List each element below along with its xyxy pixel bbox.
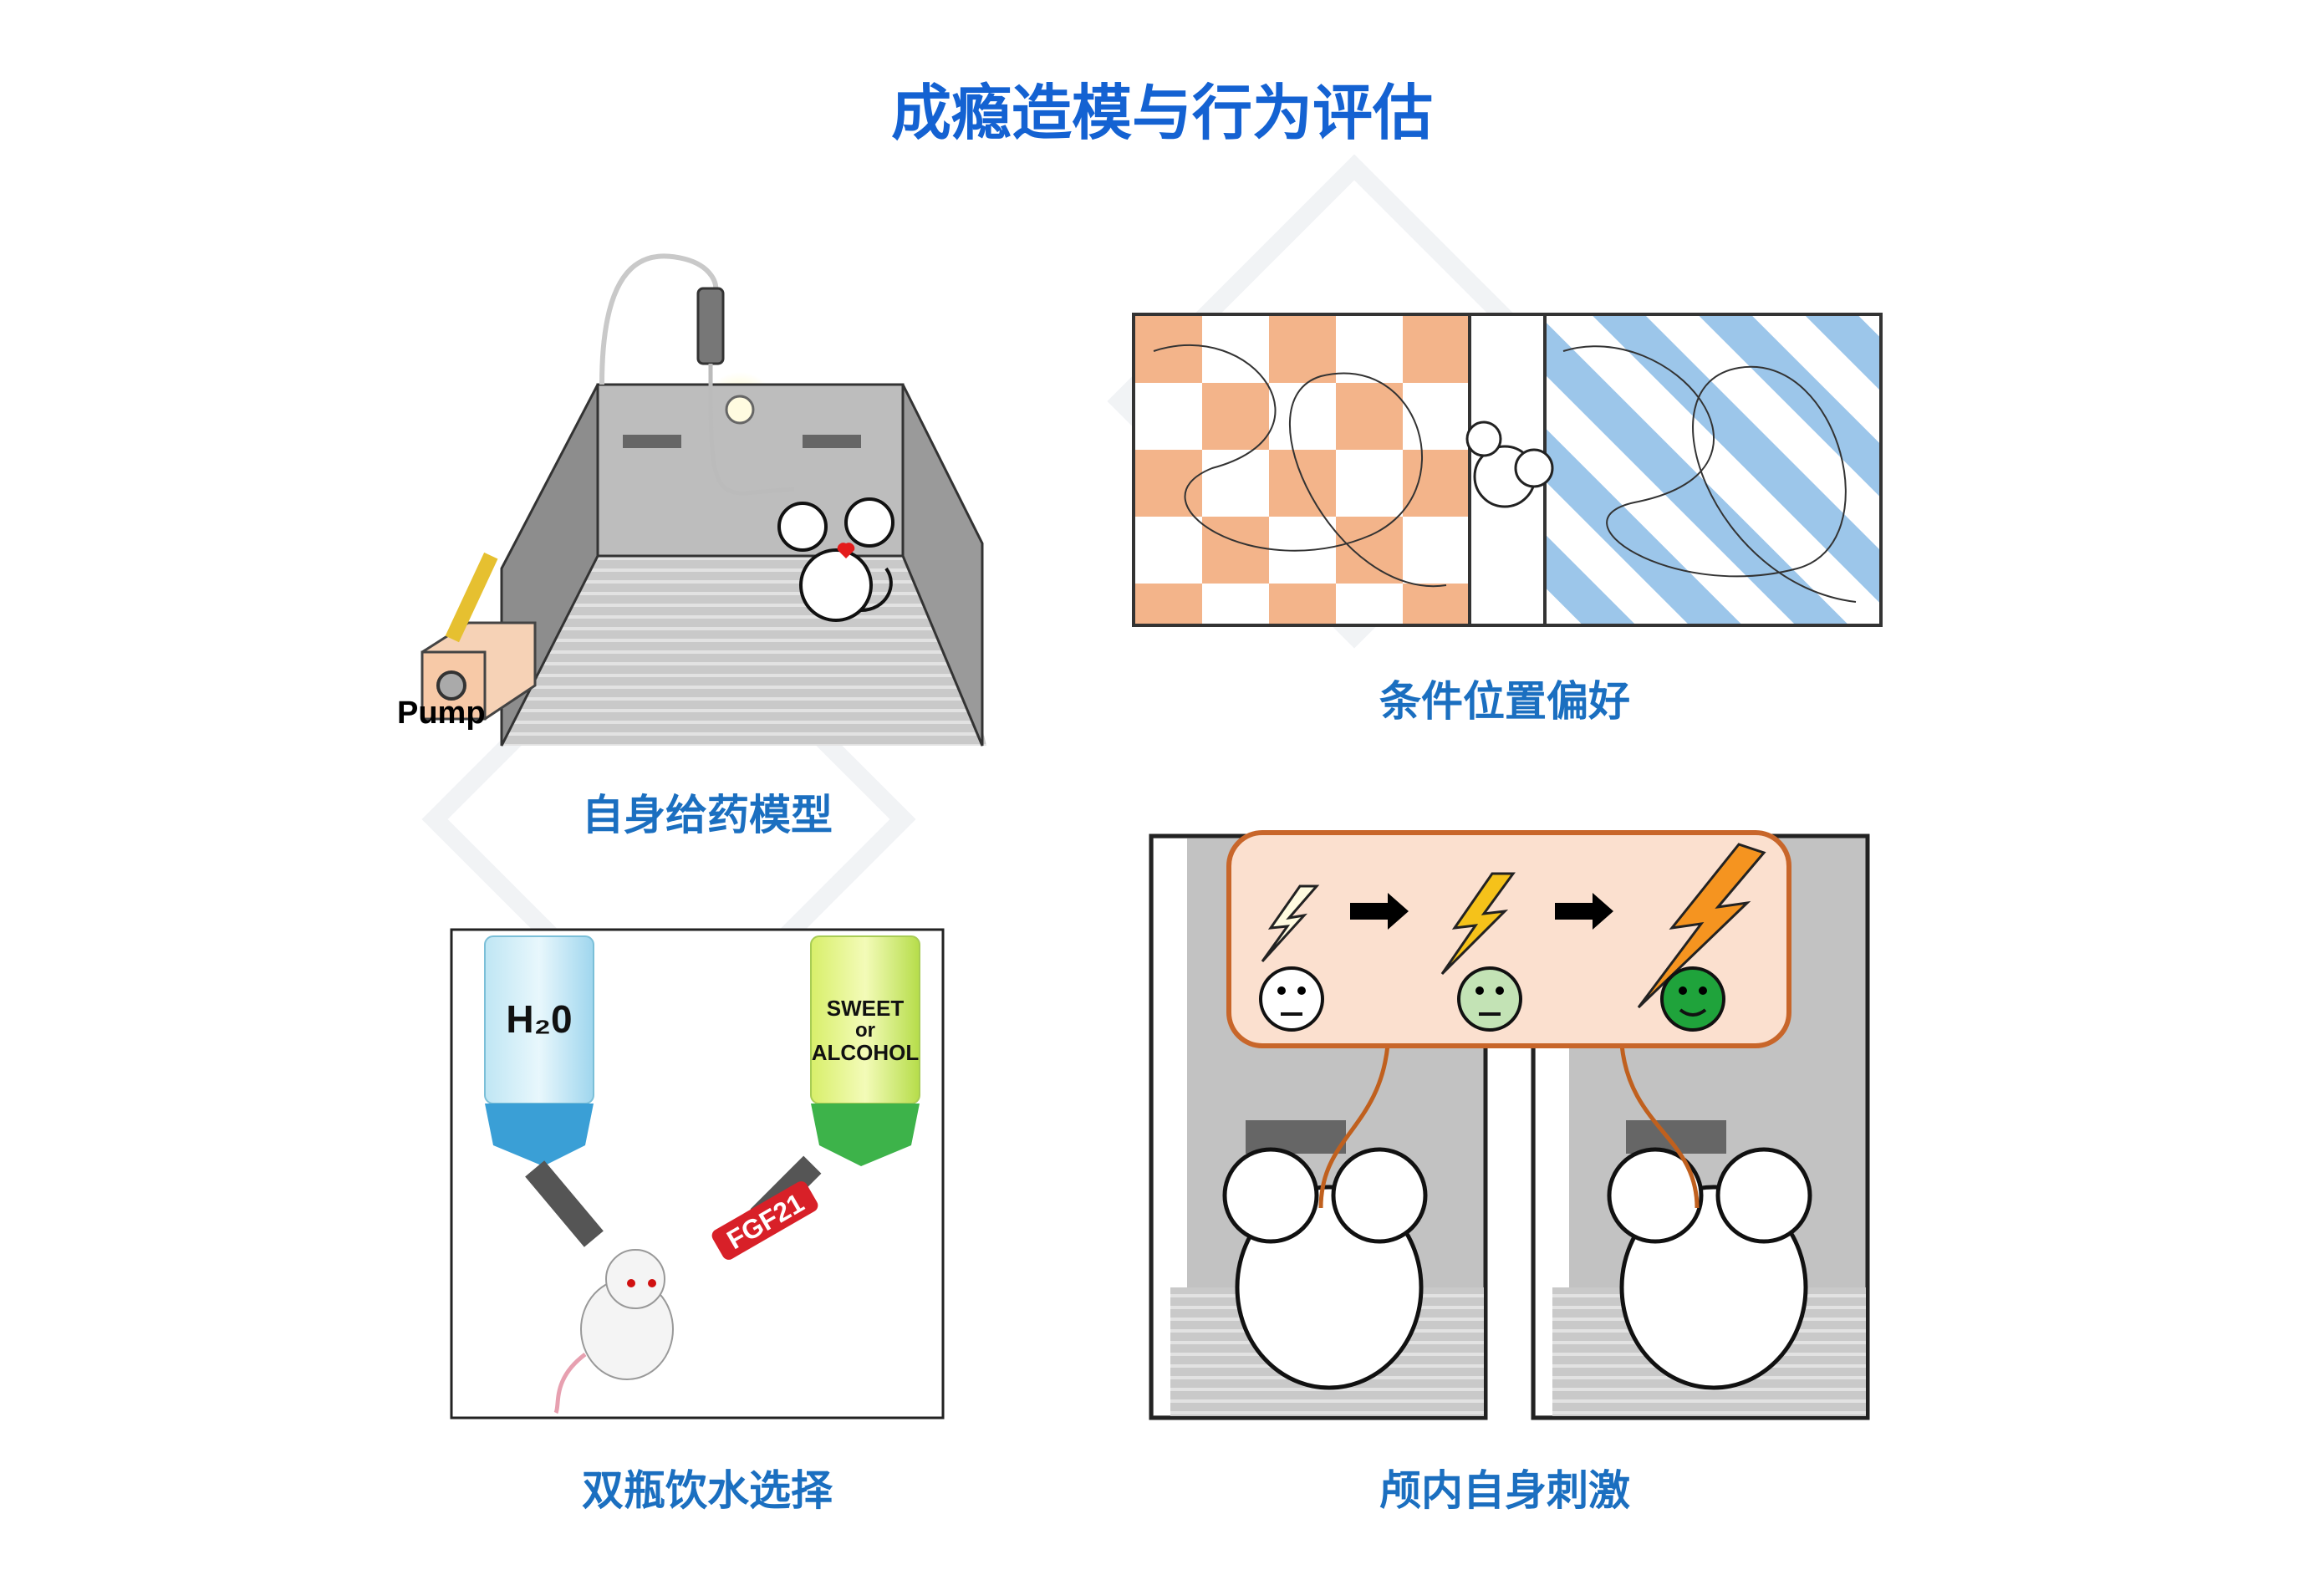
page-title: 成瘾造模与行为评估 (891, 78, 1433, 148)
self-administration-illustration (420, 253, 986, 747)
sweet-label: SWEET (827, 996, 905, 1021)
self-administration-label: 自身给药模型 (582, 791, 833, 839)
smiling-face-green-icon (1660, 966, 1725, 1032)
icss-label: 颅内自身刺激 (1379, 1466, 1630, 1515)
rat-icon (553, 1249, 674, 1414)
cpp-illustration (1132, 313, 1883, 627)
lightning-small-icon (1261, 884, 1320, 963)
pump-dial-icon (436, 670, 466, 701)
heart-icon (837, 543, 855, 558)
or-label: or (855, 1019, 875, 1042)
arrow-right-icon (1555, 893, 1613, 930)
mouse-icon (1607, 1147, 1812, 1390)
arrow-right-icon (1350, 893, 1409, 930)
water-bottle-label: H₂0 (506, 997, 572, 1041)
alcohol-label: ALCOHOL (812, 1040, 920, 1065)
neutral-face-white-icon (1259, 966, 1324, 1032)
two-bottle-label: 双瓶饮水选择 (582, 1466, 833, 1515)
cpp-label: 条件位置偏好 (1379, 677, 1630, 726)
mouse-icon (777, 497, 894, 622)
two-bottle-illustration: H₂0 FGF21 SWEET or ALCOHOL (450, 928, 945, 1420)
lightning-large-icon (1637, 843, 1766, 1009)
mouse-icon (1465, 421, 1554, 508)
neutral-face-lightgreen-icon (1457, 966, 1522, 1032)
mouse-icon (1222, 1147, 1428, 1390)
pump-label: Pump (397, 696, 486, 731)
icss-illustration (1149, 830, 1870, 1420)
lightning-medium-icon (1440, 872, 1516, 976)
